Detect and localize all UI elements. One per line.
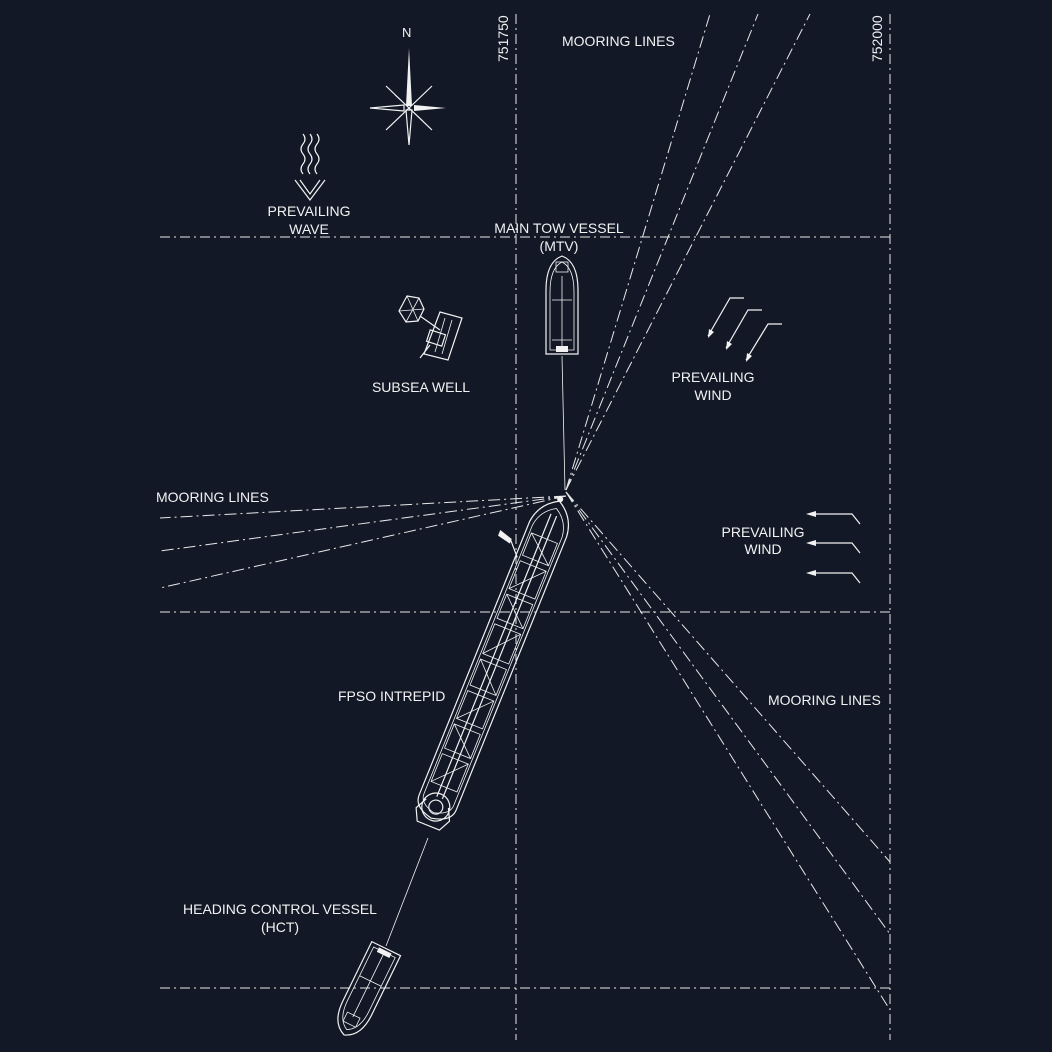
prevailing-wave-label-line1: PREVAILING (268, 203, 351, 219)
main-tow-vessel-label-line1: MAIN TOW VESSEL (494, 220, 624, 236)
mooring-lines-label-top: MOORING LINES (562, 33, 675, 49)
easting-label-left: 751750 (495, 15, 511, 62)
heading-control-vessel-icon (337, 940, 402, 1036)
subsea-well-icon (398, 295, 463, 361)
mooring-lines-label-right: MOORING LINES (768, 692, 881, 708)
prevailing-wave-label-line2: WAVE (289, 221, 329, 237)
wind-arrows-diagonal-icon (707, 297, 782, 362)
prevailing-wind-label-2-line1: PREVAILING (722, 524, 805, 540)
fpso-vessel-icon (415, 496, 569, 831)
hct-label-line1: HEADING CONTROL VESSEL (183, 901, 377, 917)
hct-tow-line (385, 837, 429, 947)
north-arrow-icon: N (369, 25, 446, 146)
prevailing-wind-label-1-line1: PREVAILING (672, 369, 755, 385)
wave-icon (294, 133, 326, 201)
mooring-lines-label-left: MOORING LINES (156, 489, 269, 505)
main-tow-vessel-icon (545, 255, 579, 355)
coordinate-grid (160, 14, 892, 1040)
main-tow-vessel-label-line2: (MTV) (540, 238, 579, 254)
hct-label-line2: (HCT) (261, 919, 299, 935)
easting-label-right: 752000 (869, 15, 885, 62)
mooring-lines (159, 13, 891, 1011)
north-label: N (402, 25, 411, 40)
fpso-label: FPSO INTREPID (338, 688, 445, 704)
mtv-tow-line (561, 355, 566, 491)
prevailing-wind-label-2-line2: WIND (744, 541, 781, 557)
wind-arrows-horizontal-icon (806, 511, 861, 584)
subsea-well-label: SUBSEA WELL (372, 379, 470, 395)
prevailing-wind-label-1-line2: WIND (694, 387, 731, 403)
